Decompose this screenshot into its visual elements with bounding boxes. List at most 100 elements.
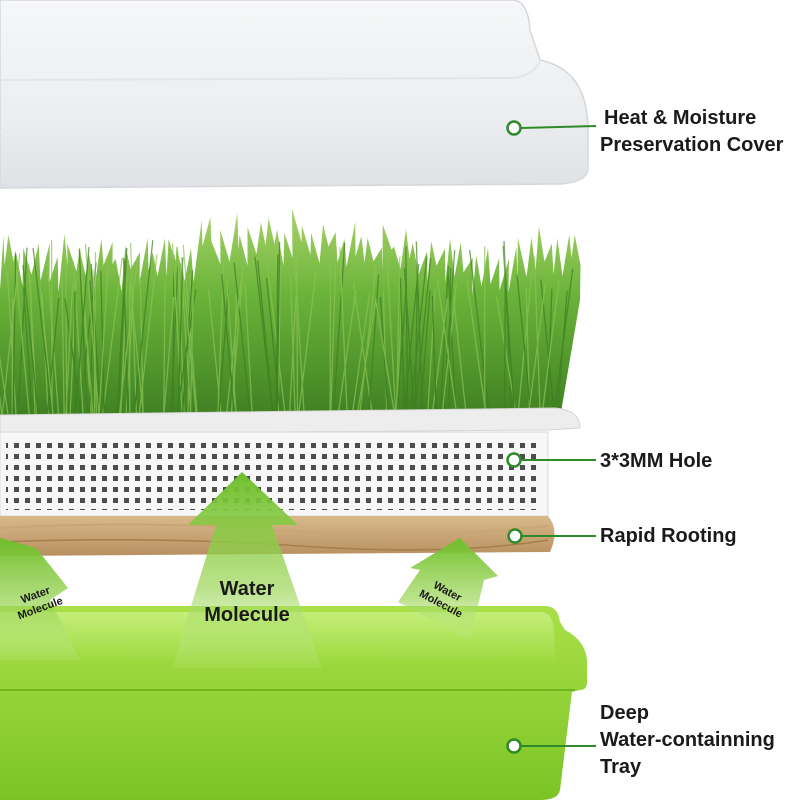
grass-blade [225,277,238,419]
grass-blade [39,283,55,419]
callout-hole-line [506,452,596,468]
grass-blade [64,298,83,419]
callout-cover-line [506,120,597,136]
grass-blade [78,248,89,419]
label-tray: Deep Water-containning Tray [600,700,775,781]
grass-blade [374,298,396,419]
grass-blade [177,257,184,419]
grass-blade [72,261,84,419]
grass-blade [65,282,74,419]
grass-blade [128,277,145,419]
grass-blade [395,256,401,419]
grass-blade [276,241,281,419]
water-arrow-right [398,538,498,640]
grass-blade [452,298,468,419]
callout-rooting-line [507,528,596,544]
grass-blade [405,246,409,419]
grass-blade [329,260,337,419]
arrow-center-line1: Water [219,578,275,600]
grass-blade [217,250,225,419]
grass-blade [12,253,17,419]
grass-blade [332,242,346,419]
grass-blade [533,256,541,419]
grass-blade [379,296,389,419]
grass-blade [180,257,198,419]
grass-blade [172,254,175,419]
wheatgrass [0,208,581,420]
grass-blade [254,256,274,419]
grass-blade [502,245,516,419]
grass-blade [265,277,282,419]
grass-blade [431,298,449,419]
grass-blade [409,256,428,419]
grass-blade [293,254,306,419]
grass-blade [337,290,357,419]
arrow-center-line2: Molecule [204,604,290,626]
grass-blade [118,256,139,419]
grass-blade [436,280,458,419]
grass-blade [116,260,126,419]
grass-blade [117,247,128,419]
grass-blade [504,273,506,419]
grass-blade [92,269,98,419]
grass-blade [466,279,488,419]
grass-blade [221,273,236,419]
perforated-basket [0,407,581,517]
label-hole-text: 3*3MM Hole [600,450,713,472]
grass-blade [138,254,158,419]
grass-blade [17,247,28,419]
grass-blade [101,257,123,419]
grass-blade [431,295,437,419]
preservation-cover [0,0,589,189]
grass-blade [396,286,407,419]
grass-blade [403,267,416,419]
grass-blade [233,262,252,419]
grass-blade [217,289,229,419]
grass-blade [339,247,348,419]
grass-blade [296,254,299,419]
water-arrow-center [172,472,322,668]
grass-blade [527,283,546,419]
grass-blade [182,244,199,419]
grass-blade [46,297,60,419]
grass-blade [15,267,31,419]
grass-blade [552,268,574,419]
water-arrow-left [0,538,80,660]
grass-blade [50,239,53,419]
grass-blade [170,265,179,419]
grass-blade [79,248,94,419]
grass-blade [0,393,3,419]
grass-blade [288,293,297,419]
grass-blade [61,268,65,419]
grass-blade [403,263,420,419]
grass-blade [162,296,175,419]
grass-blade [297,271,317,419]
grass-blade [22,287,34,419]
grass-blade [32,247,54,419]
grass-blade [6,272,17,419]
grass-blade [163,282,166,419]
label-hole: 3*3MM Hole [600,448,712,475]
grass-blade [275,254,279,419]
label-tray-line2: Water-containning [600,729,775,751]
grass-blade [517,266,533,419]
grass-blade [171,243,184,419]
grass-blade [541,280,560,419]
grass-blade [46,264,60,419]
grass-blade [503,241,513,419]
grass-blade [189,291,194,419]
grass-blade [419,290,431,419]
grass-blade [74,247,90,419]
grass-blade [415,241,424,419]
grass-blade [385,240,397,419]
label-rooting-text: Rapid Rooting [600,525,737,547]
label-cover: Heat & Moisture Preservation Cover [600,105,783,159]
grass-blade [98,268,109,419]
grass-blade [0,355,10,419]
grass-blade [469,249,491,419]
grass-blade [133,240,154,419]
rooting-mat [0,516,555,556]
grass-blade [358,265,377,419]
grass-blade [413,258,432,419]
